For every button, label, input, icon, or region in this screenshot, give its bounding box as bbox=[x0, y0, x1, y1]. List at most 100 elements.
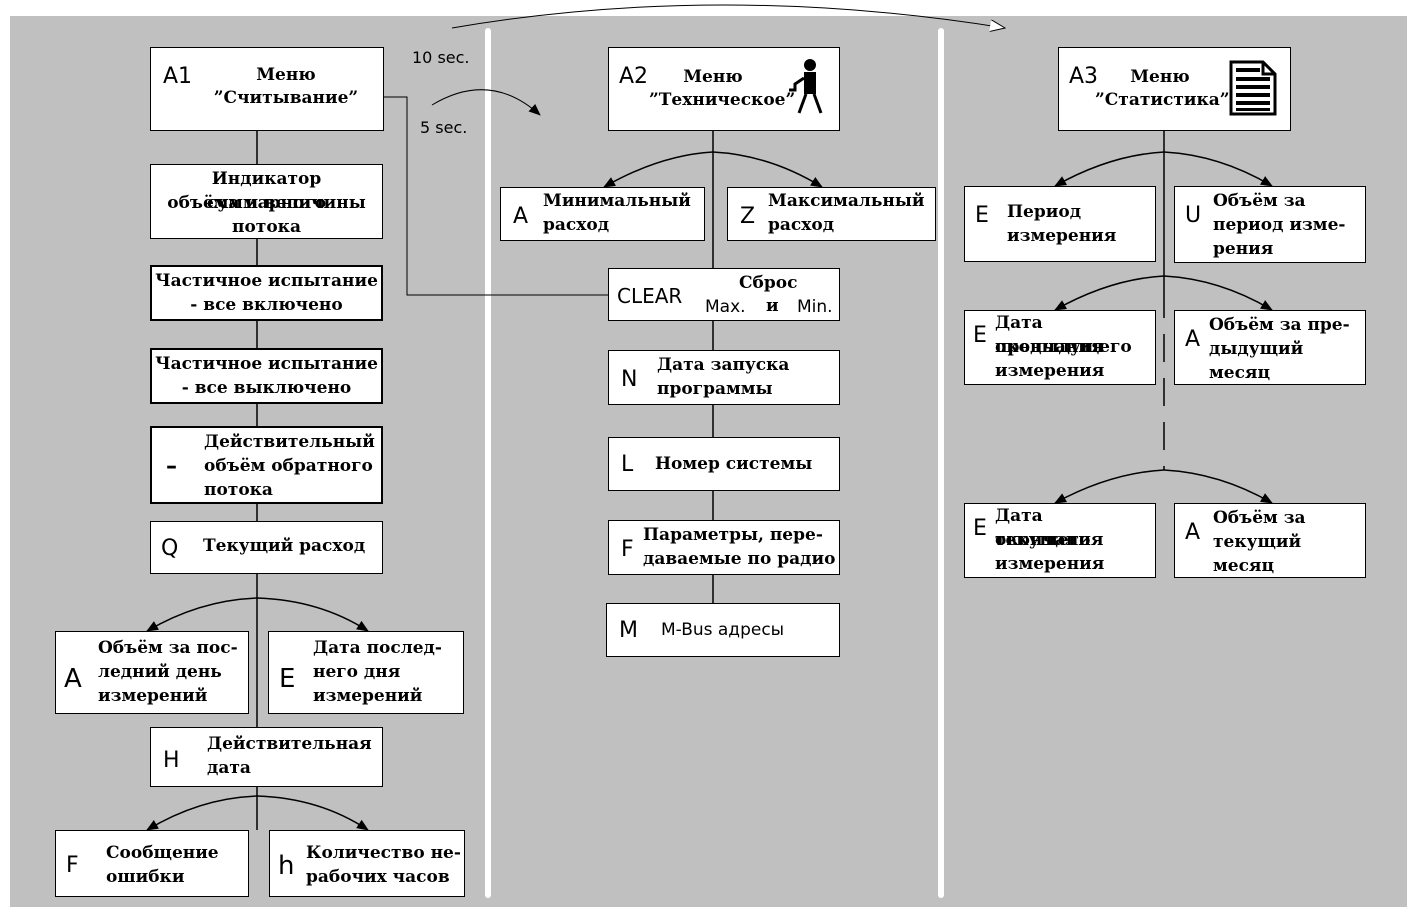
a1-total-volume-line1: Индикатор суммарного bbox=[206, 169, 327, 213]
column-divider-1 bbox=[485, 28, 491, 898]
a2-system-number-box: L Номер системы bbox=[608, 437, 840, 491]
column-divider-2 bbox=[938, 28, 944, 898]
a3-prev-end-date-line1: Дата окончания bbox=[995, 313, 1104, 357]
a1-total-volume-box: Индикатор суммарного объёма и величины п… bbox=[150, 164, 383, 239]
a3-curr-month-volume-line3: месяц bbox=[1213, 556, 1275, 576]
a1-idle-hours-code: h bbox=[278, 851, 295, 881]
a1-actual-date-line2: дата bbox=[207, 758, 251, 778]
a2-radio-params-code: F bbox=[621, 537, 634, 562]
a3-period-line2: измерения bbox=[1007, 226, 1117, 246]
a1-current-flow-label: Текущий расход bbox=[203, 536, 366, 556]
a1-last-day-volume-line1: Объём за пос- bbox=[98, 638, 238, 658]
a3-menu-title-2: ”Статистика” bbox=[1095, 90, 1230, 110]
a3-prev-end-date-box: E Дата окончания предыдущего измерения bbox=[964, 310, 1156, 385]
a2-clear-code: CLEAR bbox=[617, 284, 683, 308]
a3-curr-month-volume-line2: текущий bbox=[1213, 532, 1302, 552]
a1-reverse-volume-box: – Действительный объём обратного потока bbox=[150, 426, 383, 504]
technician-icon bbox=[789, 59, 823, 114]
a1-last-day-date-line1: Дата послед- bbox=[313, 638, 442, 658]
a1-last-day-date-line3: измерений bbox=[313, 686, 423, 706]
a2-menu-title-1: Меню bbox=[683, 67, 743, 87]
a2-radio-params-line2: даваемые по радио bbox=[643, 549, 836, 569]
a1-menu-title-1: Меню bbox=[256, 65, 316, 85]
a2-menu-title-2: ”Техническое” bbox=[649, 90, 796, 110]
a3-period-volume-line1: Объём за bbox=[1213, 191, 1306, 211]
a1-error-message-line1: Сообщение bbox=[106, 843, 219, 863]
a3-period-box: E Период измерения bbox=[964, 186, 1156, 262]
a1-partial-test-off-box: Частичное испытание - все выключено bbox=[150, 348, 383, 404]
a1-total-volume-line2: объёма и величины bbox=[167, 193, 366, 213]
a3-curr-end-date-code: E bbox=[973, 516, 987, 541]
a1-partial-test-on-line2: - все включено bbox=[190, 295, 343, 315]
a3-curr-end-date-line2: текущего bbox=[995, 530, 1091, 550]
a3-period-code: E bbox=[975, 203, 989, 228]
a2-min-flow-box: A Минимальный расход bbox=[500, 187, 705, 241]
a1-current-flow-code: Q bbox=[161, 536, 179, 561]
a2-menu-code: A2 bbox=[619, 64, 649, 89]
a2-min-flow-line2: расход bbox=[543, 215, 610, 235]
a2-mbus-address-box: M M-Bus адресы bbox=[606, 603, 840, 657]
a3-menu-title-1: Меню bbox=[1130, 67, 1190, 87]
a2-program-start-line2: программы bbox=[657, 379, 773, 399]
a3-prev-month-volume-line1: Объём за пре- bbox=[1209, 315, 1350, 335]
a2-mbus-address-text: M-Bus адресы bbox=[661, 620, 785, 640]
timer-10-sec: 10 sec. bbox=[412, 48, 470, 67]
a1-last-day-date-code: E bbox=[279, 664, 296, 694]
a1-error-message-line2: ошибки bbox=[106, 867, 185, 887]
a1-actual-date-box: H Действительная дата bbox=[150, 727, 383, 787]
a3-prev-end-date-line2: предыдущего bbox=[995, 337, 1132, 357]
a2-clear-min: Min. bbox=[797, 297, 833, 317]
a3-curr-month-volume-code: A bbox=[1185, 520, 1201, 545]
a2-max-flow-line1: Максимальный bbox=[768, 191, 925, 211]
a2-clear-label: Сброс bbox=[739, 273, 798, 293]
a1-total-volume-line3: потока bbox=[232, 217, 301, 237]
a2-mbus-address-code: M bbox=[619, 618, 638, 643]
a2-max-flow-box: Z Максимальный расход bbox=[727, 187, 936, 241]
statistics-document-icon bbox=[1229, 60, 1277, 116]
a1-last-day-date-line2: него дня bbox=[313, 662, 401, 682]
a2-program-start-box: N Дата запуска программы bbox=[608, 350, 840, 405]
a1-partial-test-off-line1: Частичное испытание bbox=[155, 354, 378, 374]
a1-last-day-volume-line2: ледний день bbox=[98, 662, 222, 682]
a1-reverse-volume-code: – bbox=[166, 454, 177, 479]
a1-partial-test-off-line2: - все выключено bbox=[181, 378, 352, 398]
a3-period-volume-code: U bbox=[1185, 203, 1202, 228]
a3-prev-month-volume-line2: дыдущий bbox=[1209, 339, 1304, 359]
a1-partial-test-on-line1: Частичное испытание bbox=[155, 271, 378, 291]
a3-curr-end-date-box: E Дата окончания текущего измерения bbox=[964, 503, 1156, 578]
a3-curr-end-date-line1: Дата окончания bbox=[995, 506, 1104, 550]
a1-error-message-box: F Сообщение ошибки bbox=[55, 830, 249, 897]
a3-period-line1: Период bbox=[1007, 202, 1082, 222]
a3-period-volume-box: U Объём за период изме- рения bbox=[1174, 186, 1366, 263]
a1-current-flow-box: Q Текущий расход bbox=[150, 521, 383, 574]
a3-prev-month-volume-box: A Объём за пре- дыдущий месяц bbox=[1174, 310, 1366, 385]
a3-prev-end-date-line3: измерения bbox=[995, 361, 1105, 381]
a2-program-start-line1: Дата запуска bbox=[657, 355, 790, 375]
a1-partial-test-on-box: Частичное испытание - все включено bbox=[150, 265, 383, 321]
a1-reverse-volume-line1: Действительный bbox=[204, 432, 375, 452]
a1-reverse-volume-line2: объём обратного bbox=[204, 456, 373, 476]
a1-actual-date-line1: Действительная bbox=[207, 734, 372, 754]
a1-last-day-date-box: E Дата послед- него дня измерений bbox=[268, 631, 464, 714]
a1-menu-code: A1 bbox=[163, 64, 193, 89]
a2-mbus-address-label: M-Bus адресы bbox=[661, 618, 784, 642]
a2-radio-params-line1: Параметры, пере- bbox=[643, 525, 823, 545]
a1-actual-date-code: H bbox=[163, 748, 180, 773]
a2-clear-max: Max. bbox=[705, 297, 746, 317]
a1-idle-hours-line1: Количество не- bbox=[306, 843, 461, 863]
a1-menu-box: A1 Меню ”Считывание” bbox=[150, 47, 384, 131]
a1-last-day-volume-code: A bbox=[64, 664, 82, 694]
a2-min-flow-line1: Минимальный bbox=[543, 191, 691, 211]
a3-prev-month-volume-line3: месяц bbox=[1209, 363, 1271, 383]
a3-prev-month-volume-code: A bbox=[1185, 327, 1201, 352]
a1-error-message-code: F bbox=[66, 853, 79, 878]
a3-prev-end-date-code: E bbox=[973, 323, 987, 348]
a3-curr-month-volume-box: A Объём за текущий месяц bbox=[1174, 503, 1366, 578]
a3-menu-box: A3 Меню ”Статистика” bbox=[1058, 47, 1291, 131]
a2-max-flow-line2: расход bbox=[768, 215, 835, 235]
a2-max-flow-code: Z bbox=[740, 204, 756, 229]
a2-system-number-code: L bbox=[621, 452, 634, 477]
a1-menu-title-2: ”Считывание” bbox=[213, 88, 359, 108]
a1-last-day-volume-line3: измерений bbox=[98, 686, 208, 706]
